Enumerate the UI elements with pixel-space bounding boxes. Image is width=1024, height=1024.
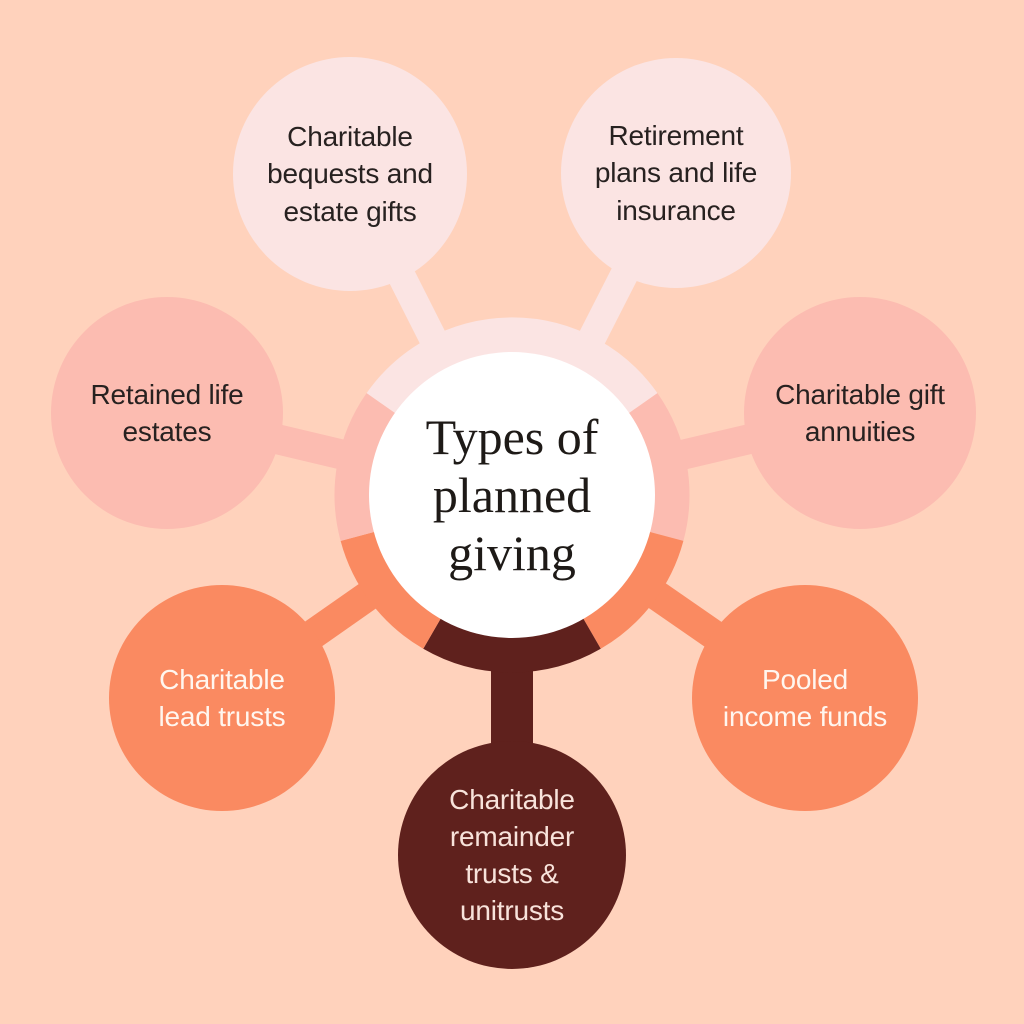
node-label: Retirement plans and life insurance	[594, 120, 758, 226]
center-circle	[369, 352, 655, 638]
node-label: Pooled income funds	[722, 663, 888, 732]
diagram-title: Types of planned giving	[425, 409, 599, 581]
node-label: Charitable bequests and estate gifts	[267, 121, 433, 227]
node-label: Charitable remainder trusts & unitrusts	[449, 783, 575, 927]
ring-segment-bottom-maroon	[423, 618, 601, 673]
ring-segment-bottom-left-orange	[340, 531, 442, 649]
center-node: Types of planned giving	[369, 352, 655, 638]
node-pooled-income: Pooled income funds	[692, 585, 918, 811]
ring-segment-top-pink	[366, 317, 658, 414]
node-charitable-bequests: Charitable bequests and estate gifts	[233, 57, 467, 291]
node-label: Retained life estates	[90, 378, 244, 447]
ring-segment-bottom-right-orange	[582, 531, 684, 649]
node-label: Charitable lead trusts	[158, 663, 286, 732]
node-retirement-plans: Retirement plans and life insurance	[561, 58, 791, 288]
node-gift-annuities: Charitable gift annuities	[744, 297, 976, 529]
node-retained-life: Retained life estates	[51, 297, 283, 529]
node-remainder-trusts: Charitable remainder trusts & unitrusts	[398, 741, 626, 969]
node-lead-trusts: Charitable lead trusts	[109, 585, 335, 811]
ring-segment-right-salmon	[628, 393, 690, 541]
node-label: Charitable gift annuities	[775, 378, 945, 447]
ring-segment-left-salmon	[334, 393, 396, 541]
